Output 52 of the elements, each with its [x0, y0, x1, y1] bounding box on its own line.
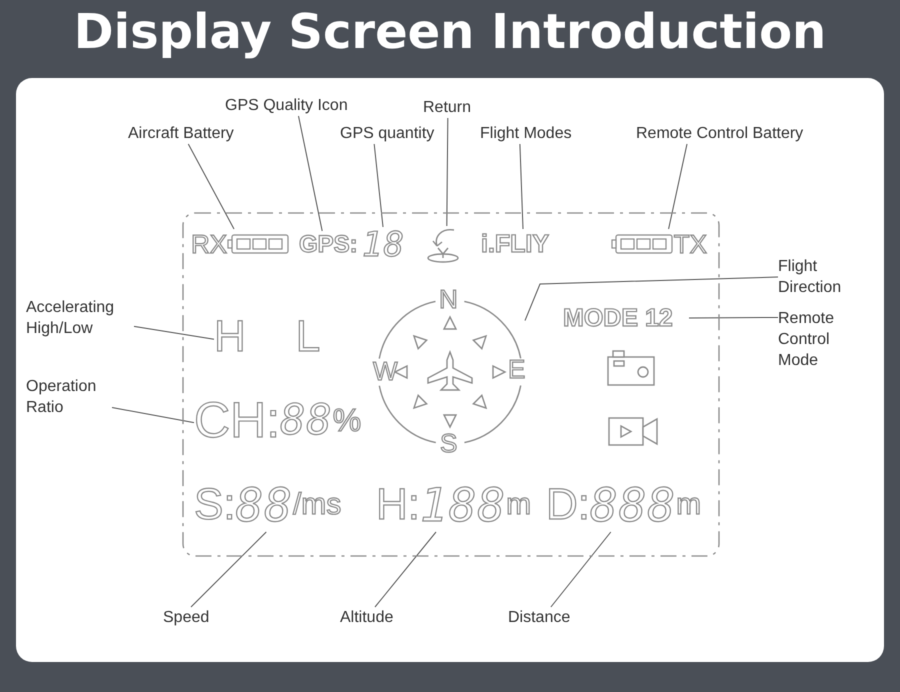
leader-line	[446, 118, 448, 226]
lcd-digits: 18	[362, 228, 405, 262]
callout-label: Accelerating High/Low	[26, 297, 134, 339]
lcd-text: %	[332, 404, 362, 436]
lcd-digits: 888	[590, 482, 676, 528]
lcd-digits: 88	[236, 482, 293, 528]
compass-letter: S	[440, 430, 458, 456]
lcd-text: H	[214, 315, 246, 359]
lcd-text: D:	[546, 483, 590, 527]
lcd-text: GPS:	[299, 233, 358, 257]
leader-line	[519, 144, 524, 230]
lcd-digits: 88	[280, 399, 333, 441]
page-title: Display Screen Introduction	[72, 3, 828, 62]
leader-line	[190, 532, 267, 608]
compass-letter: W	[373, 358, 398, 384]
callout-label: Operation Ratio	[26, 376, 112, 418]
lcd-text: m	[676, 490, 702, 520]
leader-line	[374, 144, 384, 228]
callout-label: Remote Control Mode	[778, 308, 858, 371]
compass-letter: E	[508, 356, 526, 382]
compass-letter: N	[439, 286, 458, 312]
lcd-text: H:	[376, 483, 420, 527]
leader-line	[134, 326, 214, 340]
lcd-text: m	[506, 490, 532, 520]
lcd-text: CH:	[194, 395, 280, 445]
lcd-text: TX	[674, 231, 707, 257]
leader-line	[550, 532, 612, 608]
lcd-text: RX	[191, 231, 228, 257]
lcd-text: /ms	[292, 490, 342, 520]
callout-label: Return	[423, 97, 485, 118]
leader-line	[298, 116, 323, 232]
callout-label: Speed	[163, 607, 219, 628]
leader-line	[688, 316, 778, 318]
lcd-text: S:	[194, 483, 236, 527]
callout-label: Aircraft Battery	[128, 123, 262, 144]
callout-label: Altitude	[340, 607, 410, 628]
callout-label: GPS quantity	[340, 123, 454, 144]
callout-label: GPS Quality Icon	[225, 95, 372, 116]
lcd-screen	[182, 212, 720, 557]
callout-label: Flight Direction	[778, 256, 858, 298]
lcd-digits: 188	[420, 482, 506, 528]
callout-label: Remote Control Battery	[636, 123, 840, 144]
leader-line	[374, 532, 436, 608]
callout-label: Distance	[508, 607, 586, 628]
leader-line	[668, 144, 688, 230]
lcd-text: i.FLIY	[481, 232, 550, 256]
lcd-text: MODE 12	[563, 306, 673, 330]
leader-line	[112, 407, 194, 424]
lcd-text: L	[296, 315, 320, 359]
leader-line	[524, 276, 778, 322]
callout-label: Flight Modes	[480, 123, 594, 144]
leader-line	[188, 144, 234, 230]
